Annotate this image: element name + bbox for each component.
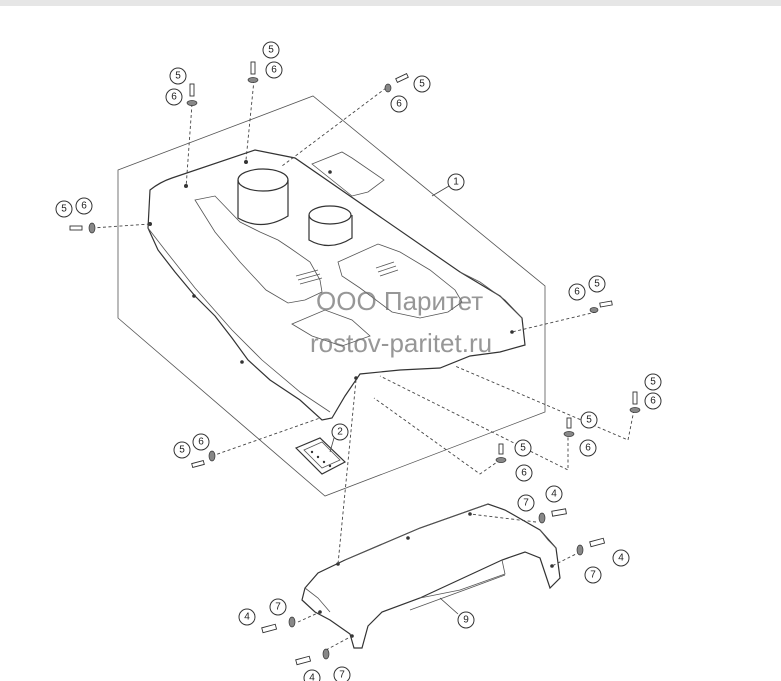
callout-7: 7 (584, 566, 602, 584)
bolt-mid (495, 443, 507, 463)
callout-4: 4 (612, 549, 630, 567)
lower-cover (301, 503, 561, 649)
callout-5: 5 (262, 41, 280, 59)
svg-text:6: 6 (521, 468, 527, 479)
bolt-left (69, 222, 96, 234)
svg-text:5: 5 (520, 443, 526, 454)
bolt-lower-cover-bottom (295, 648, 330, 666)
bolt-top-left (186, 83, 198, 106)
callout-6: 6 (579, 439, 597, 457)
watermark-company: ООО Паритет (316, 286, 483, 316)
bolt-right (589, 300, 613, 313)
cover-mount-holes (148, 160, 514, 380)
cover-left-panel (194, 195, 323, 304)
bolt-top-right (384, 73, 409, 93)
callout-7: 7 (333, 666, 351, 681)
svg-text:1: 1 (453, 177, 459, 188)
svg-text:4: 4 (551, 489, 557, 500)
svg-text:2: 2 (337, 427, 343, 438)
svg-text:5: 5 (650, 377, 656, 388)
svg-text:6: 6 (198, 437, 204, 448)
callout-9: 9 (457, 611, 475, 629)
svg-text:4: 4 (309, 673, 315, 681)
bracket-plate (294, 437, 347, 475)
cover-front-plate (291, 309, 371, 347)
cover-rear-flange (459, 271, 523, 319)
cover-right-panel (337, 243, 463, 319)
watermark-url: rostov-paritet.ru (310, 328, 492, 358)
svg-text:6: 6 (81, 201, 87, 212)
svg-text:5: 5 (594, 279, 600, 290)
cover-vent-slots (295, 261, 399, 285)
svg-text:7: 7 (275, 602, 281, 613)
svg-text:6: 6 (396, 99, 402, 110)
callout-2: 2 (331, 423, 349, 441)
bolt-lower-cover-left (261, 616, 296, 634)
svg-text:5: 5 (586, 415, 592, 426)
svg-text:5: 5 (175, 71, 181, 82)
cover-front-edge (147, 227, 331, 413)
callout-5: 5 (514, 439, 532, 457)
svg-text:7: 7 (590, 570, 596, 581)
bolt-lower-cover-right (576, 537, 606, 556)
callout-6: 6 (515, 464, 533, 482)
callout-5: 5 (169, 67, 187, 85)
callout-5: 5 (580, 411, 598, 429)
leader-lines (329, 185, 459, 615)
callout-1: 1 (447, 173, 465, 191)
assembly-lines (91, 79, 635, 651)
callout-4: 4 (238, 608, 256, 626)
callout-6: 6 (165, 88, 183, 106)
svg-text:6: 6 (574, 287, 580, 298)
bolt-mid-right (563, 417, 575, 437)
cover-bounding-box (117, 95, 546, 497)
svg-text:9: 9 (463, 615, 469, 626)
svg-text:6: 6 (650, 396, 656, 407)
svg-text:7: 7 (523, 498, 529, 509)
exploded-parts-diagram: ООО Паритет rostov-paritet.ru 1 2 4 4 4 … (55, 41, 662, 681)
callout-6: 6 (390, 95, 408, 113)
svg-text:5: 5 (268, 45, 274, 56)
callout-5: 5 (173, 441, 191, 459)
callout-5: 5 (55, 200, 73, 218)
svg-text:6: 6 (585, 443, 591, 454)
callout-5: 5 (644, 373, 662, 391)
callout-6: 6 (568, 283, 586, 301)
cover-tube-large (237, 168, 289, 226)
svg-text:6: 6 (171, 92, 177, 103)
top-bar (0, 0, 781, 6)
main-cover-outline (147, 149, 526, 421)
svg-text:5: 5 (179, 445, 185, 456)
callout-7: 7 (517, 494, 535, 512)
cover-top-hatch (311, 151, 385, 197)
callout-5: 5 (413, 75, 431, 93)
bolt-lower-cover-right-top (538, 508, 567, 524)
svg-text:4: 4 (618, 553, 624, 564)
callout-5: 5 (588, 275, 606, 293)
callouts: 1 2 4 4 4 4 5 5 5 5 5 5 5 5 5 6 6 6 6 6 … (55, 41, 662, 681)
svg-text:7: 7 (339, 670, 345, 681)
callout-4: 4 (545, 485, 563, 503)
svg-text:5: 5 (61, 204, 67, 215)
bolt-top-center (247, 61, 259, 83)
svg-text:5: 5 (419, 79, 425, 90)
callout-6: 6 (192, 433, 210, 451)
callout-7: 7 (269, 598, 287, 616)
bolt-bottom-left (191, 450, 216, 469)
cover-tube-small (308, 205, 353, 247)
fasteners (69, 61, 641, 666)
bolt-far-right (629, 391, 641, 413)
svg-text:6: 6 (271, 65, 277, 76)
svg-text:4: 4 (244, 612, 250, 623)
callout-4: 4 (303, 669, 321, 681)
callout-6: 6 (75, 197, 93, 215)
callout-6: 6 (644, 392, 662, 410)
callout-6: 6 (265, 61, 283, 79)
